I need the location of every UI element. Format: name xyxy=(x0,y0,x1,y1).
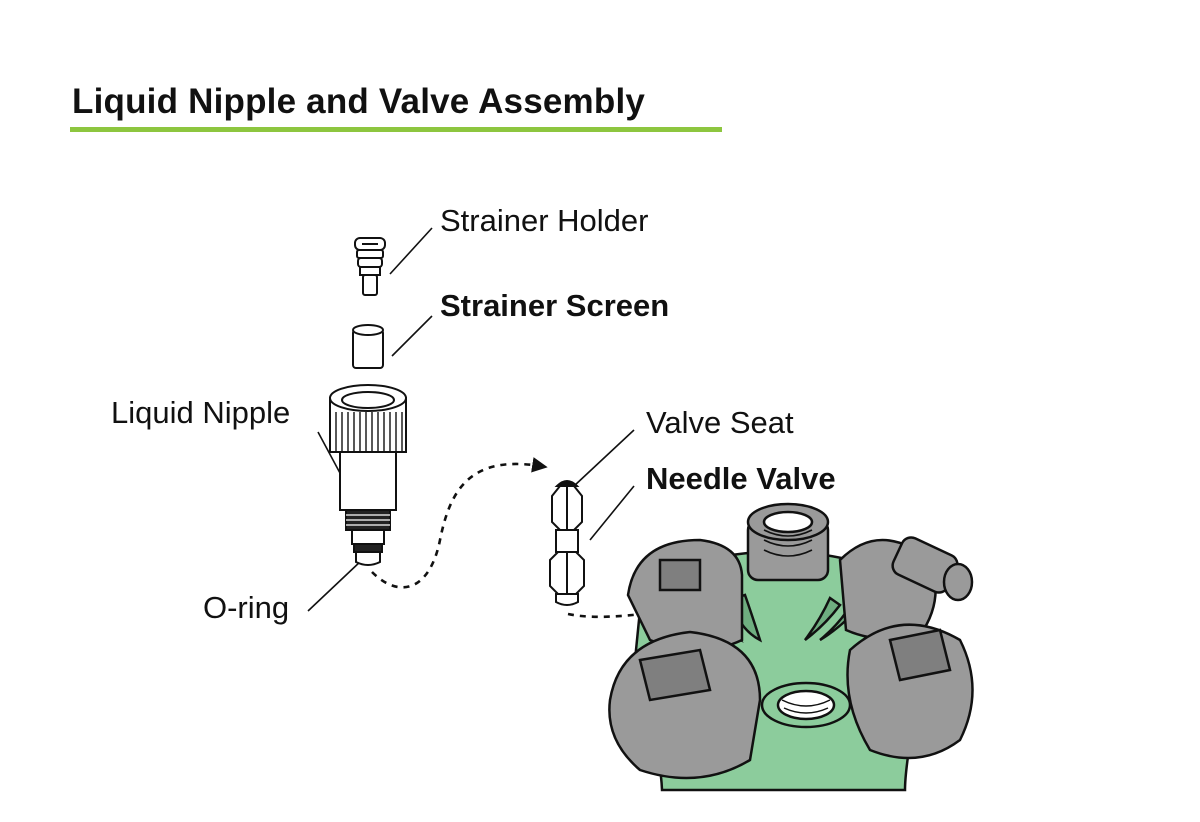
diagram-title: Liquid Nipple and Valve Assembly xyxy=(72,82,646,121)
label-strainer-holder: Strainer Holder xyxy=(440,203,649,238)
strainer-screen-part xyxy=(352,324,384,369)
label-liquid-nipple: Liquid Nipple xyxy=(111,395,291,430)
liquid-nipple-part xyxy=(329,384,407,566)
label-valve-seat: Valve Seat xyxy=(646,405,794,440)
needle-valve-part xyxy=(549,480,585,606)
leader-lines xyxy=(307,227,635,612)
assembly-arrow-1 xyxy=(371,457,548,589)
label-needle-valve: Needle Valve xyxy=(646,461,836,496)
manifold-body xyxy=(608,502,974,792)
label-o-ring: O-ring xyxy=(203,590,290,625)
title-underline xyxy=(70,127,722,132)
strainer-holder-part xyxy=(354,237,386,296)
label-strainer-screen: Strainer Screen xyxy=(440,288,670,323)
